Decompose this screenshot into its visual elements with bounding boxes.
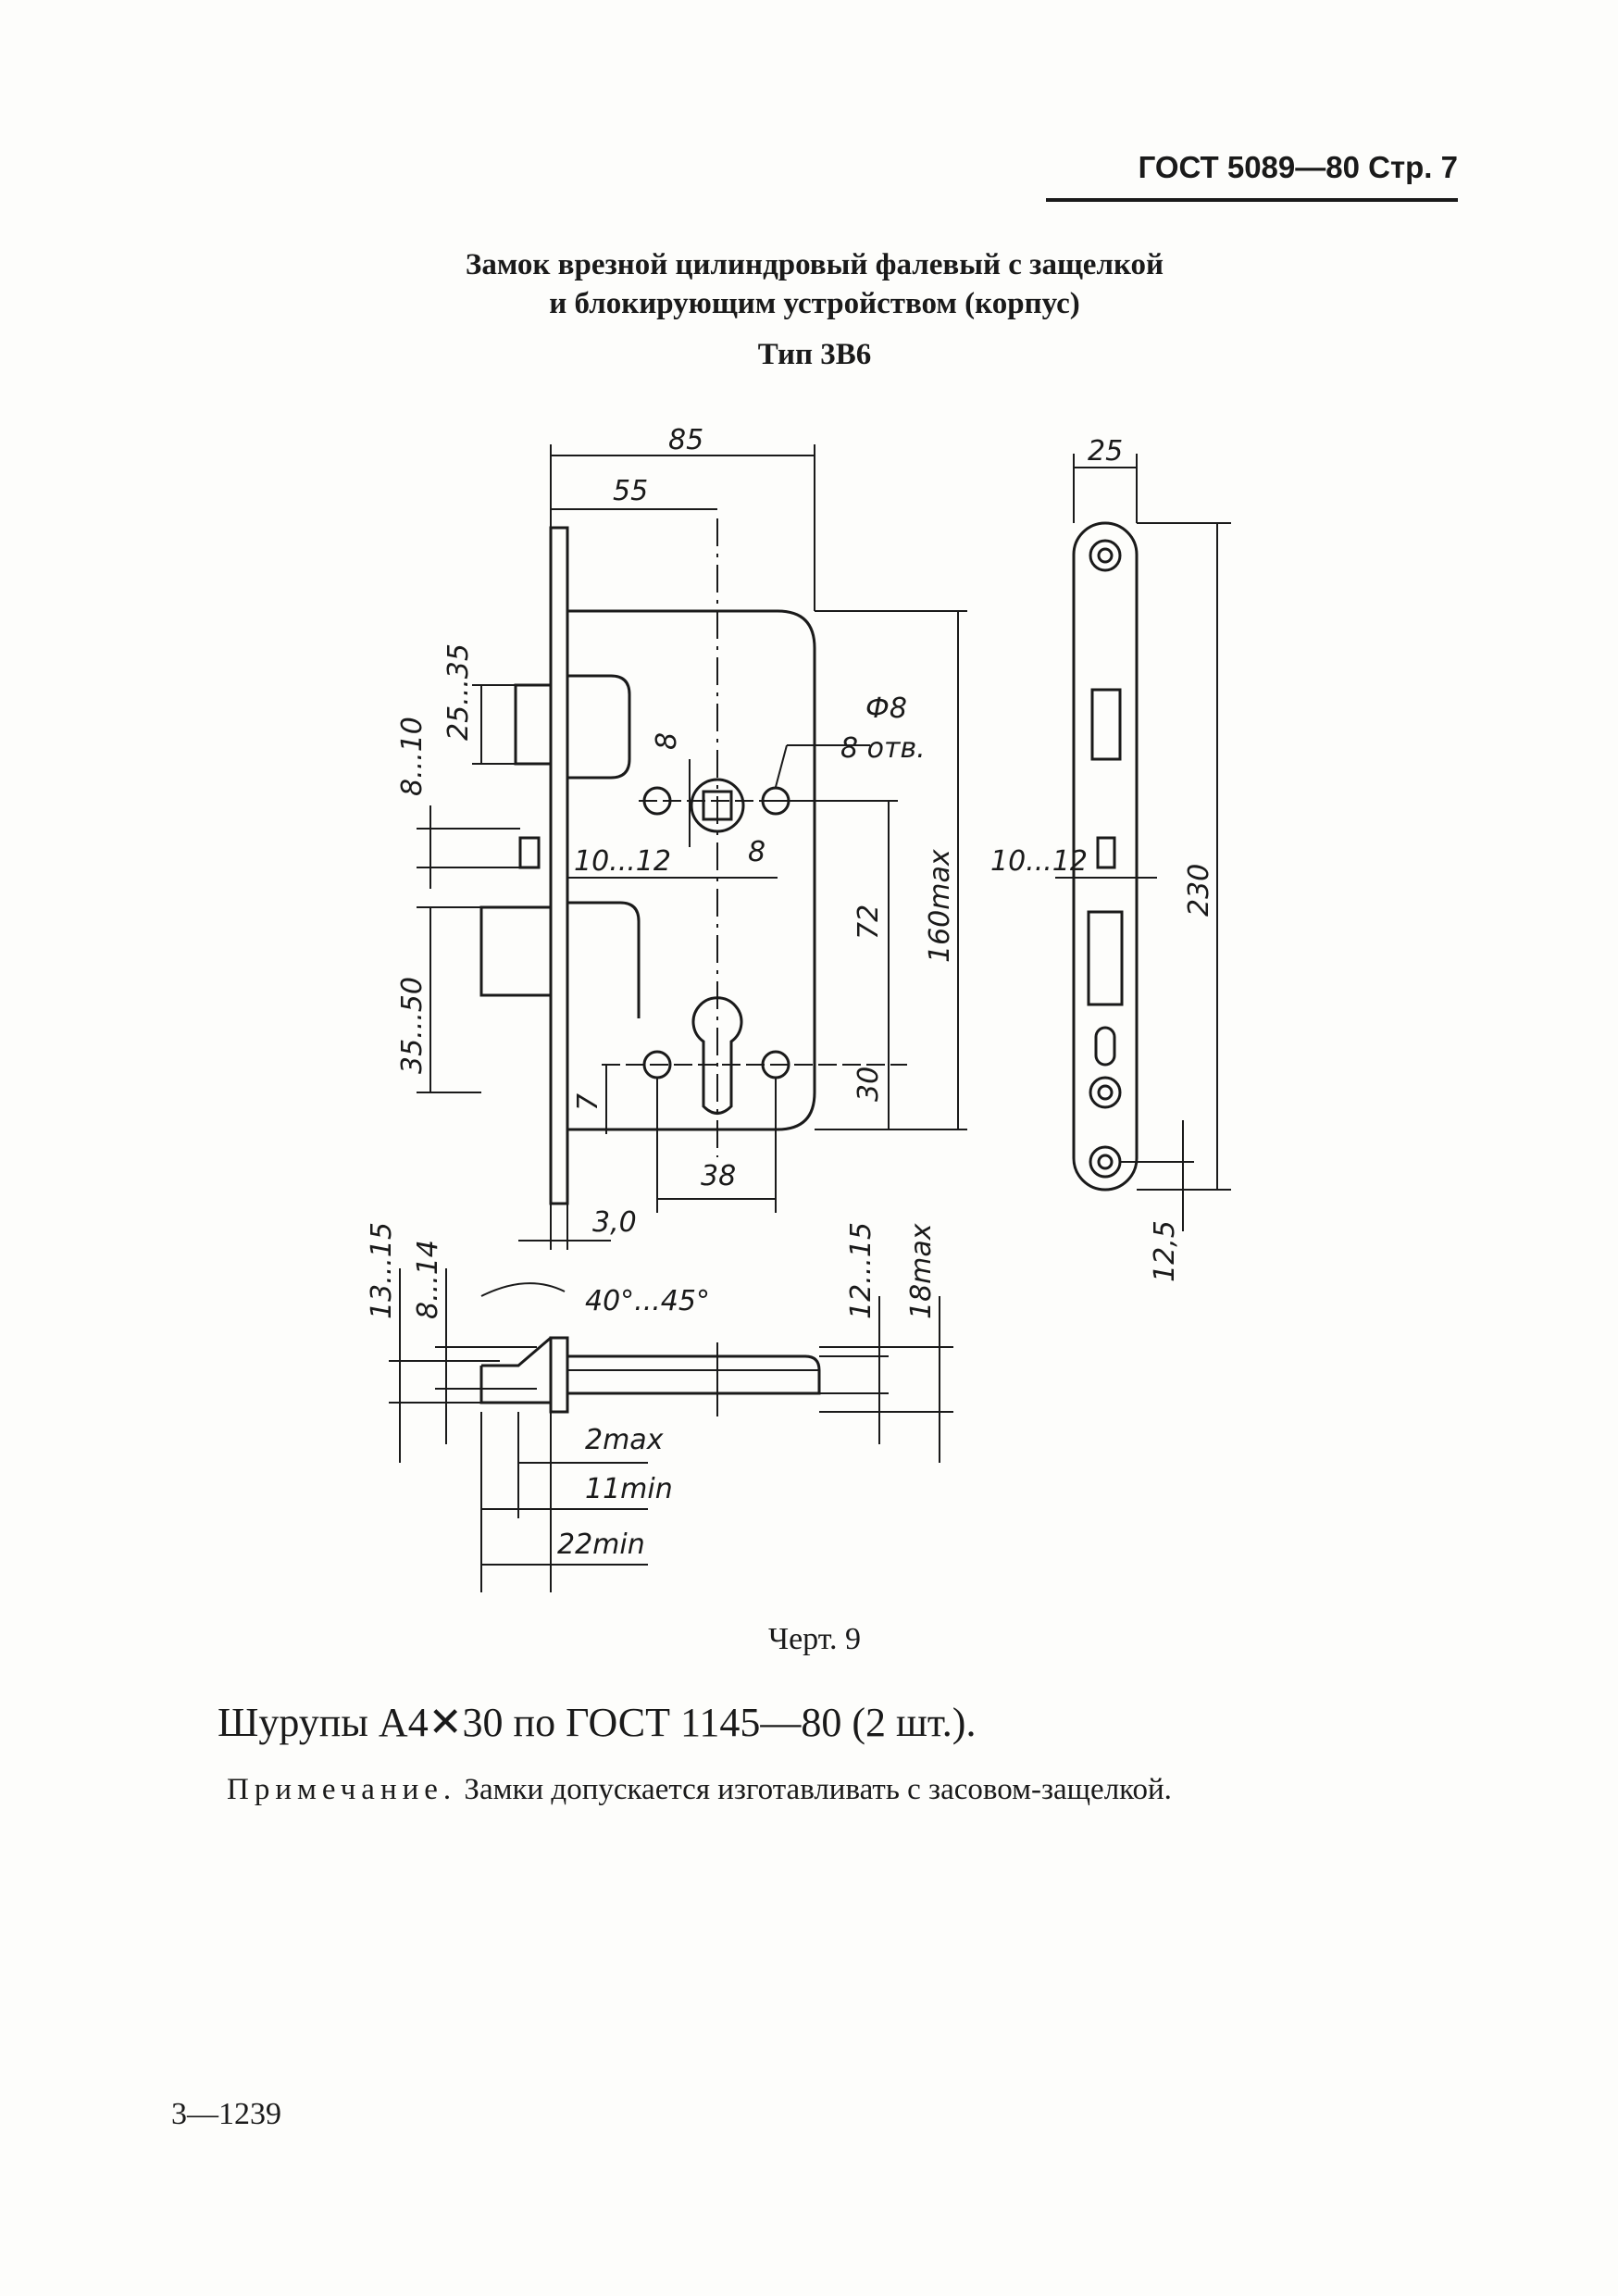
bolt-slot [567,674,631,780]
page-header: ГОСТ 5089—80 Стр. 7 [1064,150,1458,211]
plate-screw-hole [1097,1154,1114,1170]
dimension-lines-plate [1055,454,1231,1231]
dim-35-50: 35...50 [396,977,429,1074]
plate-pin-opening [1096,836,1116,869]
lock-case [566,609,816,1131]
lock-type: Тип 3В6 [757,338,872,371]
dimension-lines-main [417,444,967,1250]
plate-latch-opening [1087,910,1124,1006]
detail-latch-bevel [479,1336,552,1404]
latch-slot [567,901,641,1018]
dim-holes-count: 8 отв. [840,732,926,765]
standard-number: ГОСТ 5089—80 [1138,150,1360,184]
dim-7: 7 [572,1093,604,1111]
dim-10-12-body: 10...12 [574,845,671,878]
bolt [514,683,553,766]
detail-bolt [566,1354,821,1395]
dim-8-14: 8...14 [412,1240,444,1319]
dim-160max: 160max [924,849,956,963]
dim-11min: 11min [585,1473,673,1505]
dim-plate-25: 25 [1088,435,1123,468]
plate-screw-hole [1089,1076,1122,1109]
lock-body-view [479,518,907,1205]
dim-55: 55 [613,475,648,507]
plate-screw-hole [1097,547,1114,564]
plate-slot-hole [1094,1026,1116,1067]
dim-plate-12-5: 12,5 [1149,1220,1181,1282]
latch-detail-view [479,1336,821,1416]
latch [479,905,553,997]
dim-8-top: 8 [651,732,683,750]
header-rule [1046,198,1458,202]
dim-18max: 18max [905,1223,938,1319]
note-label: Примечание. [227,1773,457,1806]
dim-8-10: 8...10 [396,717,429,796]
cylinder-hole [691,996,743,1115]
plate-screw-hole [1089,539,1122,572]
plate-screw-hole [1097,1084,1114,1101]
title-line-2: и блокирующим устройством (корпус) [549,287,1080,320]
dim-25-35: 25...35 [442,643,475,741]
dim-22min: 22min [557,1529,645,1561]
plate-bolt-opening [1090,688,1122,761]
dim-13-15: 13...15 [366,1222,398,1319]
dim-85: 85 [668,424,703,456]
dim-72: 72 [853,905,885,940]
document-title: Замок врезной цилиндровый фалевый с заще… [389,245,1240,323]
dim-3-0: 3,0 [592,1206,637,1239]
blocking-pin [518,836,541,869]
title-line-1: Замок врезной цилиндровый фалевый с заще… [465,248,1164,281]
face-plate [549,526,569,1205]
strike-plate-view [1072,521,1139,1192]
dim-plate-230: 230 [1183,864,1215,917]
page-number: Стр. 7 [1368,150,1458,184]
figure-caption: Черт. 9 [767,1622,862,1656]
dim-2max: 2max [585,1424,664,1456]
note: Примечание. Замки допускается изготавлив… [227,1773,1476,1807]
note-text: Замки допускается изготавливать с засово… [464,1773,1172,1806]
plate-screw-hole [1089,1145,1122,1179]
dim-12-15: 12...15 [845,1222,877,1319]
dim-8-right: 8 [748,836,765,868]
dim-38: 38 [701,1160,736,1192]
dim-30: 30 [853,1067,885,1102]
screws-spec: Шурупы А4✕30 по ГОСТ 1145—80 (2 шт.). [218,1700,977,1745]
dim-plate-10-12: 10...12 [990,845,1088,878]
page-code: 3—1239 [171,2097,281,2131]
lock-technical-drawing: 85 55 25...35 8...10 35...50 Ф8 8 отв. 8… [366,424,1231,1592]
dim-hole-diameter: Ф8 [865,693,907,725]
detail-face-plate [549,1336,569,1414]
dimension-lines-detail [389,1268,953,1592]
strike-plate [1072,521,1139,1192]
dim-angle: 40°...45° [585,1285,710,1317]
